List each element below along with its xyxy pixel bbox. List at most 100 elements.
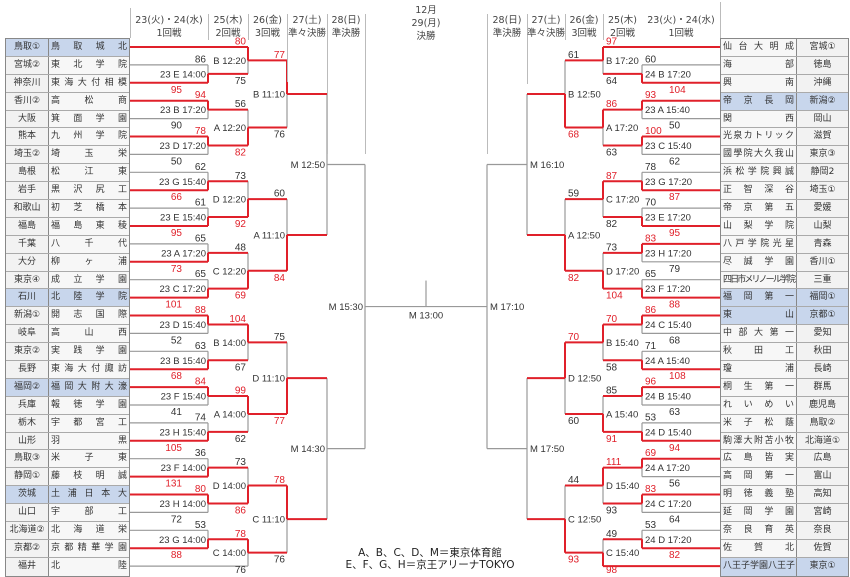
header-round2-left: 25(木)2回戦 (208, 14, 248, 40)
score: 73 (171, 264, 183, 275)
score: 79 (669, 264, 681, 275)
score: 60 (274, 189, 286, 200)
team-prefecture: 宮城① (797, 39, 848, 56)
score: 52 (171, 335, 183, 346)
score: 73 (235, 457, 247, 468)
quarterfinal-game-label: M 14:30 (291, 444, 325, 455)
header-round: 2回戦 (215, 28, 241, 39)
round2-game-label: C 15:40 (606, 548, 639, 559)
team-prefecture: 山形 (6, 432, 49, 450)
score: 73 (235, 171, 247, 182)
team-prefecture: 兵庫 (6, 396, 49, 414)
team-prefecture: 埼玉① (797, 182, 848, 200)
score: 69 (235, 291, 247, 302)
team-school: 興南 (721, 74, 797, 92)
score: 60 (645, 54, 657, 65)
team-prefecture: 島根 (6, 164, 49, 182)
team-prefecture: 熊本 (6, 128, 49, 146)
round3-game-label: D 12:50 (568, 374, 601, 385)
score: 93 (568, 555, 580, 566)
header-divider (130, 8, 131, 38)
score: 65 (645, 269, 657, 280)
score: 76 (274, 555, 286, 566)
score: 70 (606, 314, 618, 325)
header-round: 1回戦 (156, 28, 182, 39)
header-round: 2回戦 (609, 28, 636, 39)
team-prefecture: 茨城 (6, 486, 49, 504)
header-round3-left: 26(金)3回戦 (248, 14, 287, 40)
team-row: 駒澤大附苫小牧北海道① (721, 432, 848, 451)
round1-game-label: 24 D 17:20 (645, 535, 691, 546)
score: 78 (195, 126, 207, 137)
round1-game-label: 23 H 15:40 (160, 427, 206, 438)
team-row: 島根松江東 (6, 164, 129, 183)
header-divider (603, 14, 604, 40)
team-row: 桐生第一群馬 (721, 378, 848, 397)
round1-game-label: 23 D 15:40 (160, 320, 206, 331)
team-school: 高松商 (49, 92, 129, 110)
team-prefecture: 高知 (797, 486, 848, 504)
team-prefecture: 東京③ (797, 146, 848, 164)
team-school: 鳥取城北 (49, 39, 129, 56)
team-school: 福島東稜 (49, 217, 129, 235)
score: 85 (606, 386, 618, 397)
team-school: 関西 (721, 110, 797, 128)
header-date: 25(木) (607, 15, 637, 26)
header-qf-left: 27(土)準々決勝 (287, 14, 327, 40)
score: 80 (195, 484, 207, 495)
score: 87 (606, 171, 618, 182)
team-prefecture: 佐賀 (797, 539, 848, 557)
score: 76 (274, 130, 286, 141)
header-date: 26(金) (569, 15, 599, 26)
team-prefecture: 長崎 (797, 361, 848, 378)
team-school: 実践学園 (49, 343, 129, 361)
round1-game-label: 23 G 17:20 (645, 177, 692, 188)
team-school: 米子東 (49, 450, 129, 468)
team-school: 宇部工 (49, 504, 129, 522)
team-row: 和歌山初芝橋本 (6, 200, 129, 218)
team-prefecture: 香川② (6, 92, 49, 110)
round3-game-label: C 11:10 (252, 515, 285, 526)
round1-game-label: 23 A 17:20 (161, 248, 206, 259)
team-row: 熊本九州学院 (6, 128, 129, 147)
team-prefecture: 岐阜 (6, 325, 49, 343)
round3-game-label: C 12:50 (568, 515, 601, 526)
score: 53 (195, 520, 207, 531)
round2-game-label: B 12:20 (213, 56, 246, 67)
team-prefecture: 徳島 (797, 56, 848, 74)
round3-game-label: B 11:10 (253, 89, 285, 100)
team-prefecture: 鹿児島 (797, 396, 848, 414)
header-round2-right: 25(木) 2回戦 (603, 14, 642, 40)
score: 63 (195, 341, 207, 352)
score: 50 (669, 121, 681, 132)
team-school: 柳ヶ浦 (49, 253, 129, 271)
score: 93 (645, 90, 657, 101)
header-divider (248, 14, 249, 40)
round1-game-label: 24 C 15:40 (645, 320, 691, 331)
team-prefecture: 京都② (6, 539, 49, 557)
score: 73 (606, 242, 618, 253)
score: 95 (171, 85, 183, 96)
score: 94 (669, 443, 681, 454)
score: 83 (645, 233, 657, 244)
team-prefecture: 石川 (6, 289, 49, 307)
score: 65 (195, 233, 207, 244)
team-prefecture: 大分 (6, 253, 49, 271)
team-school: 四日市メリノール学院 (721, 271, 797, 289)
quarterfinal-game-label: M 16:10 (530, 160, 564, 171)
team-row: 岩手黒沢尻工 (6, 182, 129, 201)
venue-legend-line: A、B、C、D、M＝東京体育館 (358, 547, 502, 559)
header-divider (565, 14, 566, 40)
team-row: 千葉八千代 (6, 235, 129, 254)
team-prefecture: 鳥取③ (6, 450, 49, 468)
header-round: 準決勝 (331, 28, 361, 39)
team-prefecture: 宮崎 (797, 504, 848, 522)
semifinal-game-label: M 17:10 (490, 302, 524, 313)
team-prefecture: 愛知 (797, 325, 848, 343)
score: 82 (235, 147, 247, 158)
team-school: 東北学院 (49, 56, 129, 74)
